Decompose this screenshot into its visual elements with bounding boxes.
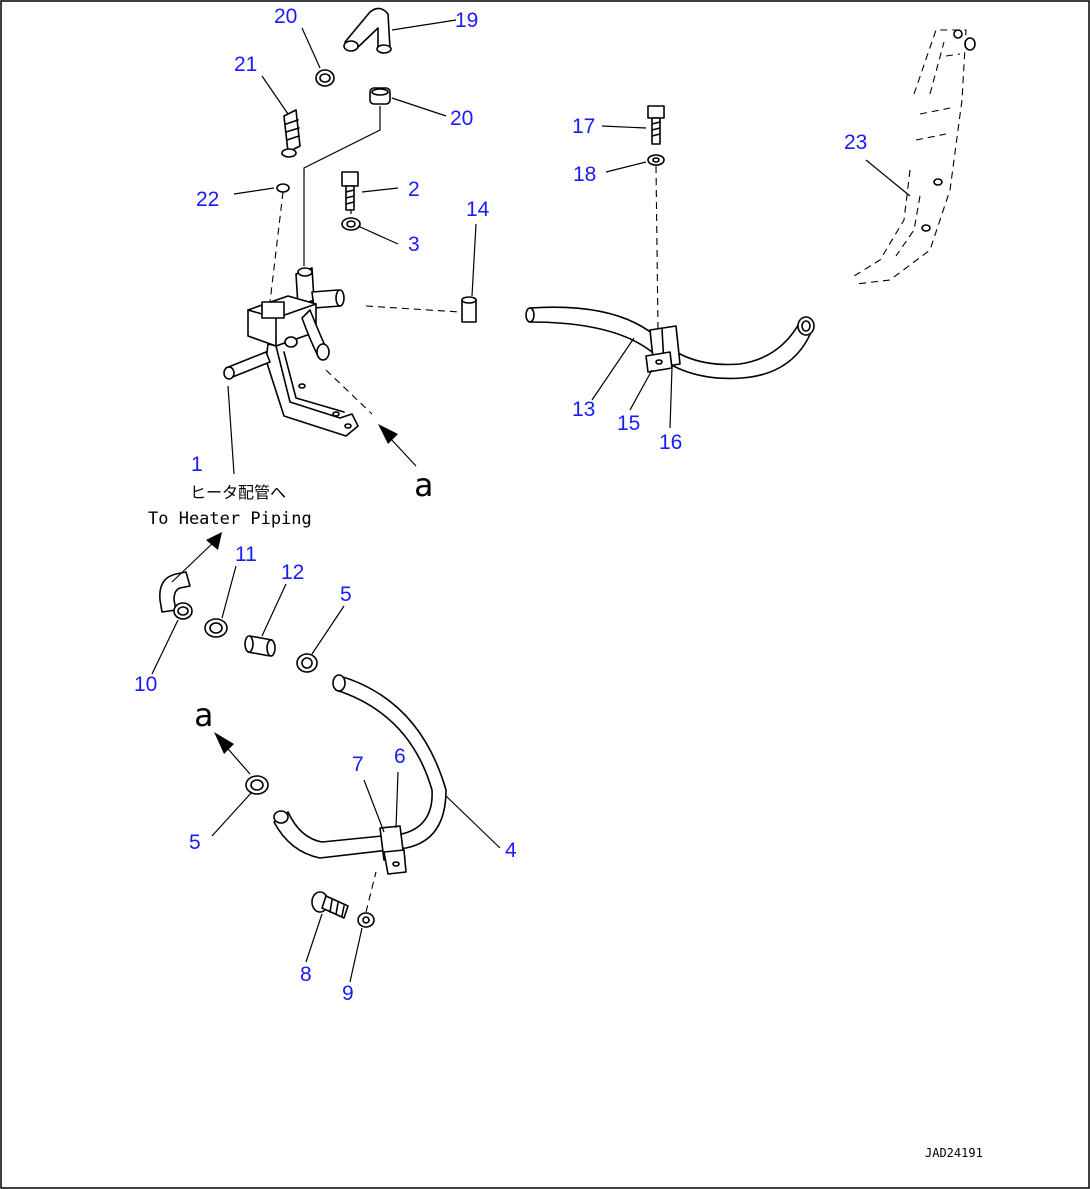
view-marker-a-bottom: a xyxy=(194,696,213,734)
drawing-reference-code: JAD24191 xyxy=(925,1146,983,1160)
arrow-to-heater xyxy=(171,532,222,583)
callout-16: 16 xyxy=(659,431,682,454)
part-elbow-hose-10 xyxy=(159,571,193,620)
part-bolt-2 xyxy=(341,171,359,211)
callout-3: 3 xyxy=(408,233,420,256)
part-hose-elbow xyxy=(343,7,392,54)
callout-13: 13 xyxy=(572,398,595,421)
callout-5-bottom: 5 xyxy=(189,831,201,854)
arrow-to-view-a xyxy=(378,424,417,467)
part-washer-3 xyxy=(341,217,361,231)
callout-18: 18 xyxy=(573,163,596,186)
part-clamp-5-bottom xyxy=(245,775,269,795)
callout-11: 11 xyxy=(235,543,257,566)
callout-2: 2 xyxy=(408,178,420,201)
part-clip-6-7 xyxy=(379,825,407,875)
callout-20-top: 20 xyxy=(274,5,297,28)
callout-6: 6 xyxy=(394,745,406,768)
part-clamp-mid xyxy=(369,87,391,105)
part-fitting xyxy=(281,109,301,158)
callout-20-mid: 20 xyxy=(450,107,473,130)
callout-8: 8 xyxy=(300,963,312,986)
callout-21: 21 xyxy=(234,53,257,76)
view-marker-a: a xyxy=(414,466,433,504)
annotation-english: To Heater Piping xyxy=(148,509,312,529)
callout-14: 14 xyxy=(466,198,490,221)
part-fitting-14 xyxy=(461,296,477,323)
leader-lines xyxy=(151,19,911,983)
part-oring xyxy=(276,183,290,193)
part-washer-9 xyxy=(357,912,375,928)
part-bolt-17 xyxy=(647,105,665,145)
part-bolt-8 xyxy=(311,891,349,919)
callout-1: 1 xyxy=(191,453,203,476)
part-washer-18 xyxy=(647,154,665,166)
callout-9: 9 xyxy=(342,982,354,1005)
callout-labels: 1 2 3 4 5 5 6 7 8 9 10 11 12 13 14 15 16… xyxy=(134,5,867,1005)
callout-19: 19 xyxy=(455,9,478,32)
arrow-from-view-a xyxy=(214,732,251,775)
part-hose-4 xyxy=(273,674,447,859)
callout-5-top: 5 xyxy=(340,583,352,606)
part-clamp-11 xyxy=(204,618,228,638)
callout-10: 10 xyxy=(134,673,157,696)
callout-23: 23 xyxy=(844,131,867,154)
part-clamp-top xyxy=(315,69,335,87)
callout-7: 7 xyxy=(352,753,364,776)
callout-22: 22 xyxy=(196,188,219,211)
callout-12: 12 xyxy=(281,561,304,584)
part-water-valve xyxy=(223,267,359,437)
part-frame-23 xyxy=(853,29,976,285)
assembly-lines xyxy=(269,106,659,913)
callout-17: 17 xyxy=(572,115,595,138)
annotation-japanese: ヒータ配管へ xyxy=(190,483,286,502)
part-clamp-5-top xyxy=(296,653,318,673)
callout-4: 4 xyxy=(505,839,517,862)
callout-15: 15 xyxy=(617,412,640,435)
part-pipe-12 xyxy=(244,635,276,657)
